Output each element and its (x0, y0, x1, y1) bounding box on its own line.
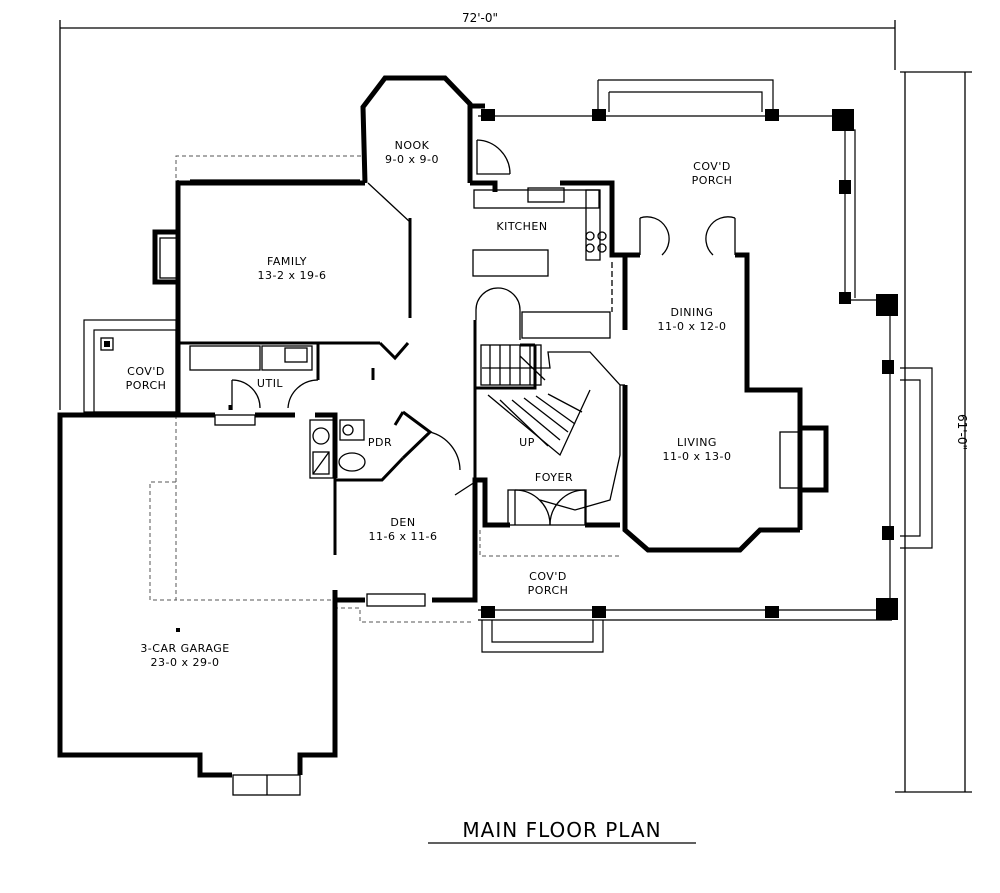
porch-post (882, 526, 894, 540)
sink-icon (527, 187, 565, 203)
util-label: UTIL (257, 377, 284, 390)
nook-size: 9-0 x 9-0 (385, 153, 439, 166)
garage-size: 23-0 x 29-0 (151, 656, 220, 669)
porch-post (481, 606, 495, 618)
family-size: 13-2 x 19-6 (258, 269, 327, 282)
den-label: DEN (390, 516, 415, 529)
porch-post (832, 109, 854, 131)
pantry-curve (475, 287, 521, 340)
dimension-lines: 72'-0" 61'-0" (59, 11, 972, 793)
nook-label: NOOK (395, 139, 430, 152)
porch-post (876, 294, 898, 316)
kitchen-island (472, 249, 549, 277)
family-label: FAMILY (267, 255, 307, 268)
width-dimension-label: 72'-0" (462, 11, 498, 25)
foyer-label: FOYER (535, 471, 573, 484)
stair-up-label: UP (519, 436, 535, 449)
porch-front-line2: PORCH (528, 584, 569, 597)
overhead-dashed-lines (149, 155, 620, 623)
porch-post (882, 360, 894, 374)
room-labels: NOOK 9-0 x 9-0 KITCHEN FAMILY 13-2 x 19-… (126, 139, 733, 669)
porch-post (592, 109, 606, 121)
cooktop-icon (585, 231, 595, 241)
kitchen-label: KITCHEN (496, 220, 547, 233)
living-label: LIVING (677, 436, 717, 449)
dining-size: 11-0 x 12-0 (658, 320, 727, 333)
porch-side-left-line2: PORCH (126, 379, 167, 392)
porch-post (765, 109, 779, 121)
den-size: 11-6 x 11-6 (369, 530, 438, 543)
porch-front-right-line1: COV'D (693, 160, 731, 173)
garage-marker (176, 628, 180, 632)
laundry-fixtures (189, 345, 313, 426)
living-size: 11-0 x 13-0 (663, 450, 732, 463)
pdr-label: PDR (368, 436, 392, 449)
garage-label: 3-CAR GARAGE (140, 642, 229, 655)
depth-dimension-label: 61'-0" (955, 414, 969, 450)
porch-side-left-line1: COV'D (127, 365, 165, 378)
doors (231, 139, 736, 796)
porch-post (839, 180, 851, 194)
kitchen-fixtures (472, 187, 611, 340)
dining-label: DINING (671, 306, 714, 319)
interior-walls (178, 182, 625, 555)
porch-post (765, 606, 779, 618)
porch-front-line1: COV'D (529, 570, 567, 583)
windows (159, 179, 801, 489)
porch-post (481, 109, 495, 121)
stair (480, 344, 591, 457)
powder-room-fixtures (309, 419, 366, 479)
plan-title: MAIN FLOOR PLAN (462, 818, 661, 842)
porch-post (839, 292, 851, 304)
porch-post (876, 598, 898, 620)
porch-post (592, 606, 606, 618)
wrap-porch-railing (478, 79, 933, 653)
porch-front-right-line2: PORCH (692, 174, 733, 187)
